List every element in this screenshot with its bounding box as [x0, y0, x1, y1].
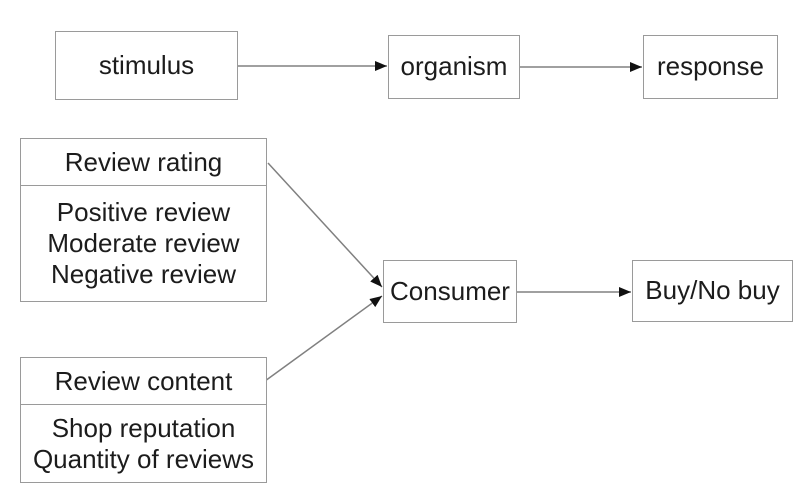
organism-box: organism	[388, 35, 520, 99]
review-content-title: Review content	[54, 365, 233, 396]
list-item: Positive review	[56, 197, 231, 227]
list-item: Shop reputation	[51, 412, 236, 443]
stimulus-box: stimulus	[55, 31, 238, 100]
organism-label: organism	[400, 51, 508, 82]
response-label: response	[657, 51, 764, 82]
list-item: Quantity of reviews	[32, 443, 255, 474]
list-item: Moderate review	[47, 228, 240, 258]
arrow-review-rating-to-consumer	[267, 162, 383, 288]
buy-no-buy-box: Buy/No buy	[632, 260, 793, 322]
list-item: Negative review	[51, 259, 236, 289]
review-rating-header: Review rating	[21, 139, 266, 186]
consumer-box: Consumer	[383, 260, 517, 323]
consumer-label: Consumer	[390, 275, 510, 306]
buy-no-buy-label: Buy/No buy	[645, 275, 780, 306]
review-content-group: Review content Shop reputation Quantity …	[20, 357, 267, 483]
arrow-review-content-to-consumer	[264, 295, 383, 382]
stimulus-label: stimulus	[98, 49, 195, 80]
review-content-header: Review content	[21, 358, 266, 405]
review-rating-items: Positive review Moderate review Negative…	[21, 186, 266, 301]
review-rating-title: Review rating	[64, 146, 223, 177]
review-rating-group: Review rating Positive review Moderate r…	[20, 138, 267, 302]
response-box: response	[643, 35, 778, 99]
review-content-items: Shop reputation Quantity of reviews	[21, 405, 266, 482]
